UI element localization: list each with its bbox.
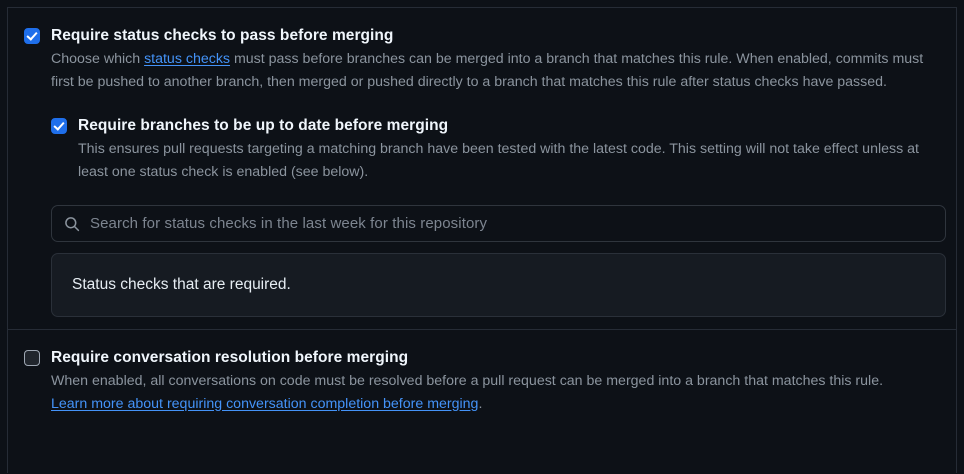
status-checks-search-box[interactable]: Search for status checks in the last wee… [51,205,946,242]
description-text-before-link: Choose which [51,51,145,67]
required-status-checks-panel: Status checks that are required. [51,253,946,317]
require-conversation-resolution-body: Require conversation resolution before m… [51,347,940,415]
require-branches-up-to-date-row[interactable]: Require branches to be up to date before… [51,115,940,183]
require-conversation-resolution-row[interactable]: Require conversation resolution before m… [24,347,940,415]
require-conversation-resolution-label[interactable]: Require conversation resolution before m… [51,349,409,366]
status-checks-link[interactable]: status checks [144,51,231,67]
require-branches-up-to-date-checkbox[interactable] [51,118,67,134]
require-conversation-resolution-description: When enabled, all conversations on code … [51,370,931,415]
conversation-resolution-description-text: When enabled, all conversations on code … [51,373,884,389]
require-branches-up-to-date-description: This ensures pull requests targeting a m… [78,141,919,180]
description-text-after-link: must pass before branches can be merged … [51,51,924,90]
require-status-checks-description: Choose which status checks must pass bef… [51,48,931,93]
require-status-checks-body: Require status checks to pass before mer… [51,25,940,93]
required-status-checks-empty-text: Status checks that are required. [72,276,291,293]
require-status-checks-row[interactable]: Require status checks to pass before mer… [24,25,940,93]
require-status-checks-label[interactable]: Require status checks to pass before mer… [51,27,394,44]
branch-protection-settings-panel: Require status checks to pass before mer… [7,7,957,473]
require-branches-up-to-date-label[interactable]: Require branches to be up to date before… [78,117,449,134]
learn-more-link[interactable]: Learn more about requiring conversation … [51,395,479,412]
search-icon [65,216,80,231]
require-conversation-resolution-checkbox[interactable] [24,350,40,366]
learn-more-suffix: . [478,395,483,412]
status-checks-search-placeholder[interactable]: Search for status checks in the last wee… [90,214,488,232]
require-status-checks-checkbox[interactable] [24,28,40,44]
require-status-checks-section: Require status checks to pass before mer… [8,8,956,329]
require-conversation-resolution-section: Require conversation resolution before m… [8,329,956,431]
require-branches-up-to-date-body: Require branches to be up to date before… [78,115,940,183]
